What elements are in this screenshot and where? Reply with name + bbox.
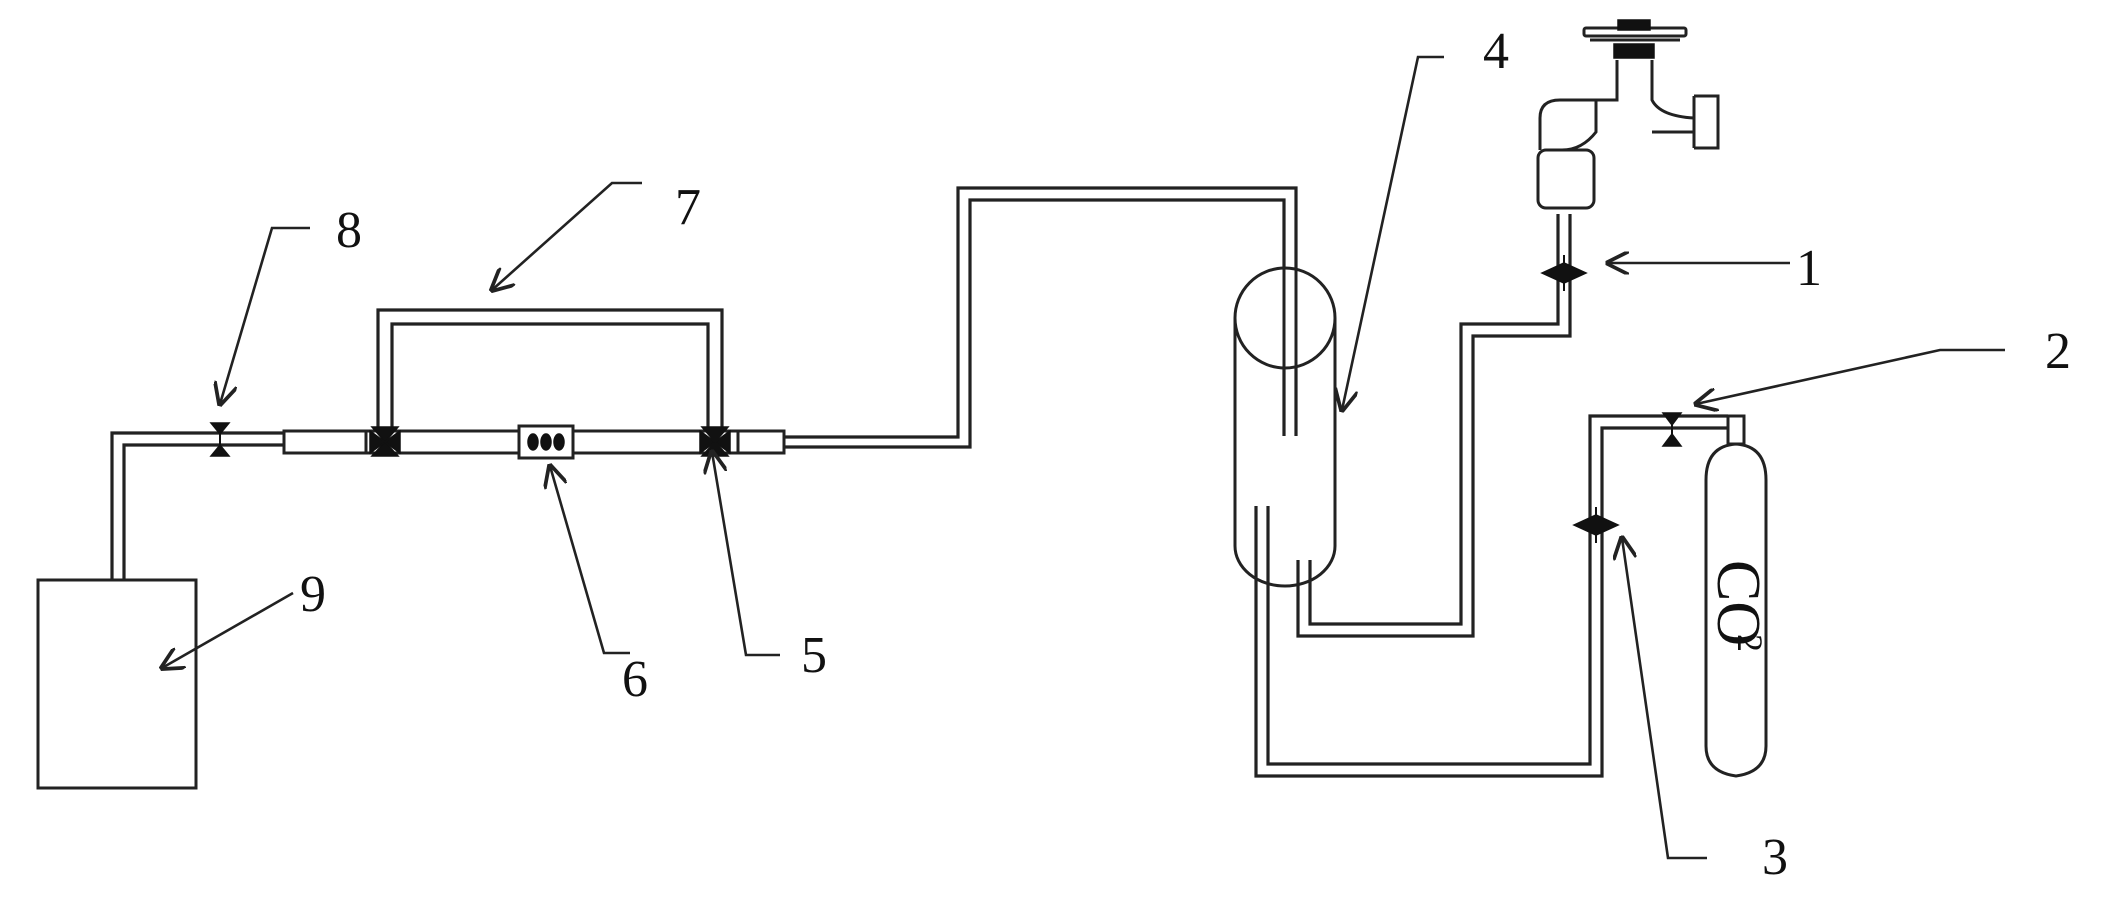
outlet-pipe <box>110 431 284 580</box>
water-faucet <box>1536 19 1720 210</box>
three-way-valve-left <box>369 426 401 457</box>
label-2: 2 <box>2045 323 2071 380</box>
label-1: 1 <box>1796 240 1822 297</box>
water-valve <box>1540 255 1588 291</box>
label-9: 9 <box>300 566 326 623</box>
co2-cylinder: CO 2 <box>1704 414 1772 778</box>
leader-lines <box>162 55 2005 860</box>
outlet-valve <box>209 422 231 457</box>
label-7: 7 <box>675 179 701 236</box>
co2-line <box>1254 414 1728 778</box>
label-6: 6 <box>622 651 648 708</box>
label-4: 4 <box>1483 23 1509 80</box>
label-3: 3 <box>1762 829 1788 886</box>
inlet-pipe <box>784 186 1298 449</box>
bypass-line <box>376 308 724 431</box>
label-8: 8 <box>336 202 362 259</box>
label-5: 5 <box>801 627 827 684</box>
container-box <box>36 578 198 790</box>
cylinder-gas-subscript: 2 <box>1730 634 1770 652</box>
cylinder-gas-label: CO <box>1704 560 1772 646</box>
water-line <box>1296 214 1572 638</box>
mixing-vessel <box>1233 266 1337 588</box>
cylinder-valve <box>1661 412 1683 447</box>
co2-regulating-valve <box>1572 507 1620 543</box>
flow-sensor <box>517 424 575 460</box>
